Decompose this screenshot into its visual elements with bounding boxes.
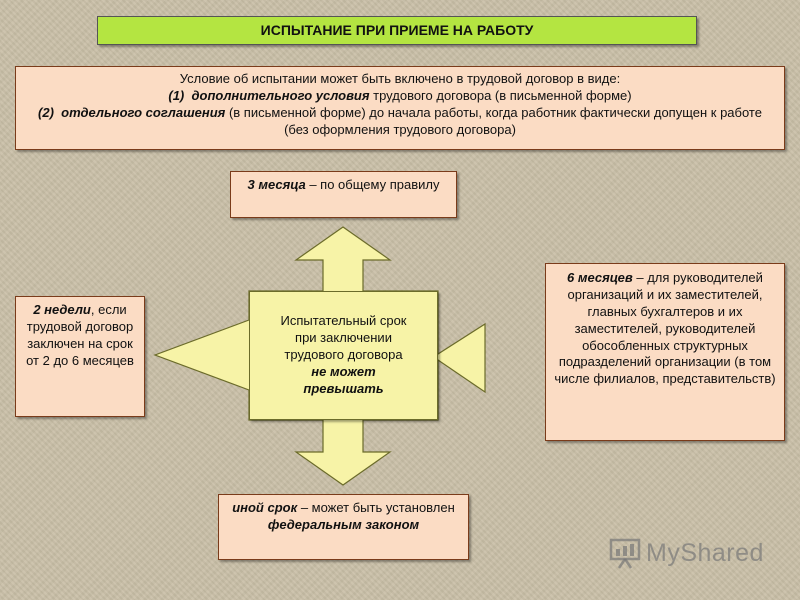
intro-line-3: (2) отдельного соглашения (в письменной … (26, 105, 774, 139)
right-box-bold: 6 месяцев (567, 270, 633, 285)
intro-line-2-number: (1) (168, 87, 185, 103)
left-box-bold: 2 недели (33, 302, 91, 317)
top-box: 3 месяца – по общему правилу (230, 171, 457, 218)
intro-line-2-rest: трудового договора (в письменной форме) (369, 87, 632, 103)
top-box-bold: 3 месяца (247, 177, 306, 192)
center-bold-1: не может (311, 363, 376, 379)
bottom-box-mid: – может быть установлен (297, 500, 455, 515)
right-box: 6 месяцев – для руководителей организаци… (545, 263, 785, 441)
intro-box: Условие об испытании может быть включено… (15, 66, 785, 150)
left-box-rest: , если трудовой договор заключен на срок… (26, 302, 134, 368)
intro-line-2: (1) дополнительного условия трудового до… (26, 88, 774, 105)
bottom-box: иной срок – может быть установлен федера… (218, 494, 469, 560)
top-box-rest: – по общему правилу (305, 177, 440, 192)
presentation-board-icon (609, 538, 641, 569)
center-line-2: при заключении (295, 330, 392, 346)
center-line-1: Испытательный срок (280, 313, 407, 329)
intro-line-3-bold: отдельного соглашения (61, 104, 226, 120)
page-title: ИСПЫТАНИЕ ПРИ ПРИЕМЕ НА РАБОТУ (97, 16, 697, 45)
right-box-rest: – для руководителей организаций и их зам… (554, 270, 776, 387)
intro-line-2-bold: дополнительного условия (191, 87, 370, 103)
page-title-text: ИСПЫТАНИЕ ПРИ ПРИЕМЕ НА РАБОТУ (260, 22, 534, 39)
center-bold-2: превышать (303, 380, 384, 396)
watermark-text: MyShared (646, 538, 764, 567)
center-line-3: трудового договора (284, 347, 403, 363)
left-box: 2 недели, если трудовой договор заключен… (15, 296, 145, 417)
center-box: Испытательный срок при заключении трудов… (249, 291, 438, 420)
intro-line-1: Условие об испытании может быть включено… (179, 71, 621, 86)
bottom-box-bold-1: иной срок (232, 500, 298, 515)
watermark: MyShared (608, 536, 764, 570)
intro-line-3-rest: (в письменной форме) до начала работы, к… (225, 104, 762, 137)
bottom-box-bold-2: федеральным законом (267, 516, 420, 532)
intro-line-3-number: (2) (38, 104, 54, 120)
